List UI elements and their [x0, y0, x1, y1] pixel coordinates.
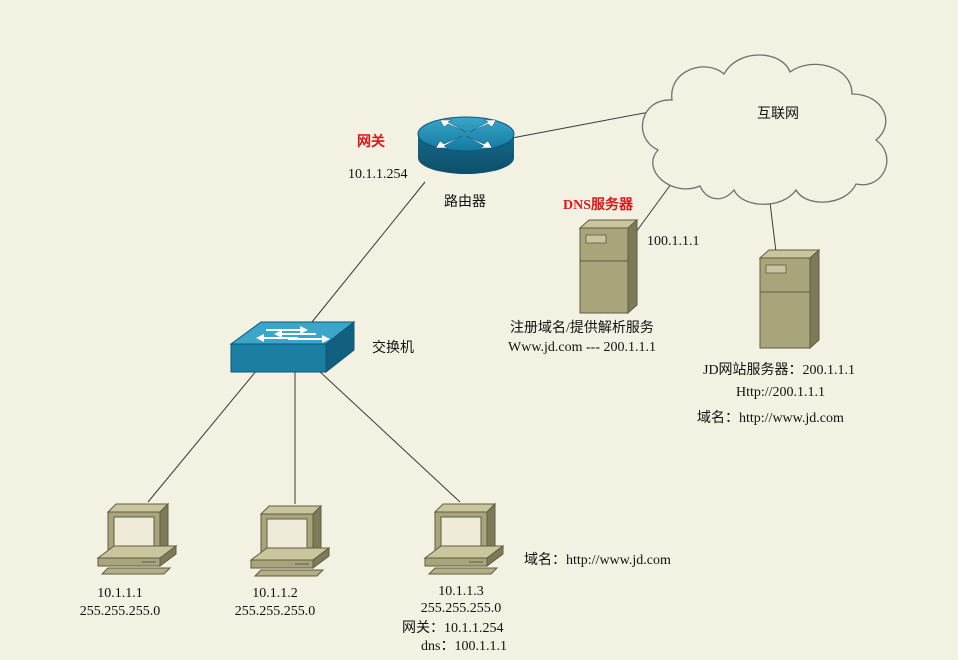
router-icon	[417, 116, 515, 174]
pc3-dns: dns：100.1.1.1	[421, 639, 507, 654]
pc-icon	[96, 502, 178, 575]
web-server-desc-1: JD网站服务器：200.1.1.1	[703, 363, 856, 378]
link-switch-pc1	[147, 369, 258, 503]
router-label: 路由器	[444, 195, 486, 210]
dns-desc-line-2: Www.jd.com --- 200.1.1.1	[508, 340, 657, 355]
web-server-desc-3: 域名：http://www.jd.com	[697, 411, 844, 426]
gateway-ip: 10.1.1.254	[348, 167, 408, 182]
pc3-mask: 255.255.255.0	[420, 601, 502, 616]
link-router-switch	[311, 181, 426, 323]
dns-server-ip: 100.1.1.1	[647, 234, 700, 249]
server-icon	[578, 218, 639, 315]
pc2-mask: 255.255.255.0	[234, 604, 316, 619]
pc1-ip: 10.1.1.1	[97, 586, 143, 601]
pc-domain-label: 域名：http://www.jd.com	[524, 553, 671, 568]
server-icon	[758, 248, 821, 350]
cloud-icon	[641, 54, 888, 205]
pc3-gateway: 网关：10.1.1.254	[402, 621, 504, 636]
pc-icon	[249, 504, 331, 577]
internet-label: 互联网	[757, 107, 799, 122]
pc2-ip: 10.1.1.2	[252, 586, 298, 601]
dns-desc-line-1: 注册域名/提供解析服务	[510, 321, 654, 336]
pc3-ip: 10.1.1.3	[438, 584, 484, 599]
switch-label: 交换机	[372, 341, 414, 356]
link-switch-pc3	[317, 369, 461, 503]
gateway-title: 网关	[357, 135, 385, 150]
switch-icon	[229, 320, 356, 374]
pc-icon	[423, 502, 505, 575]
pc1-mask: 255.255.255.0	[79, 604, 161, 619]
dns-server-title: DNS服务器	[563, 198, 634, 213]
web-server-desc-2: Http://200.1.1.1	[736, 385, 826, 400]
link-router-cloud	[511, 109, 661, 139]
